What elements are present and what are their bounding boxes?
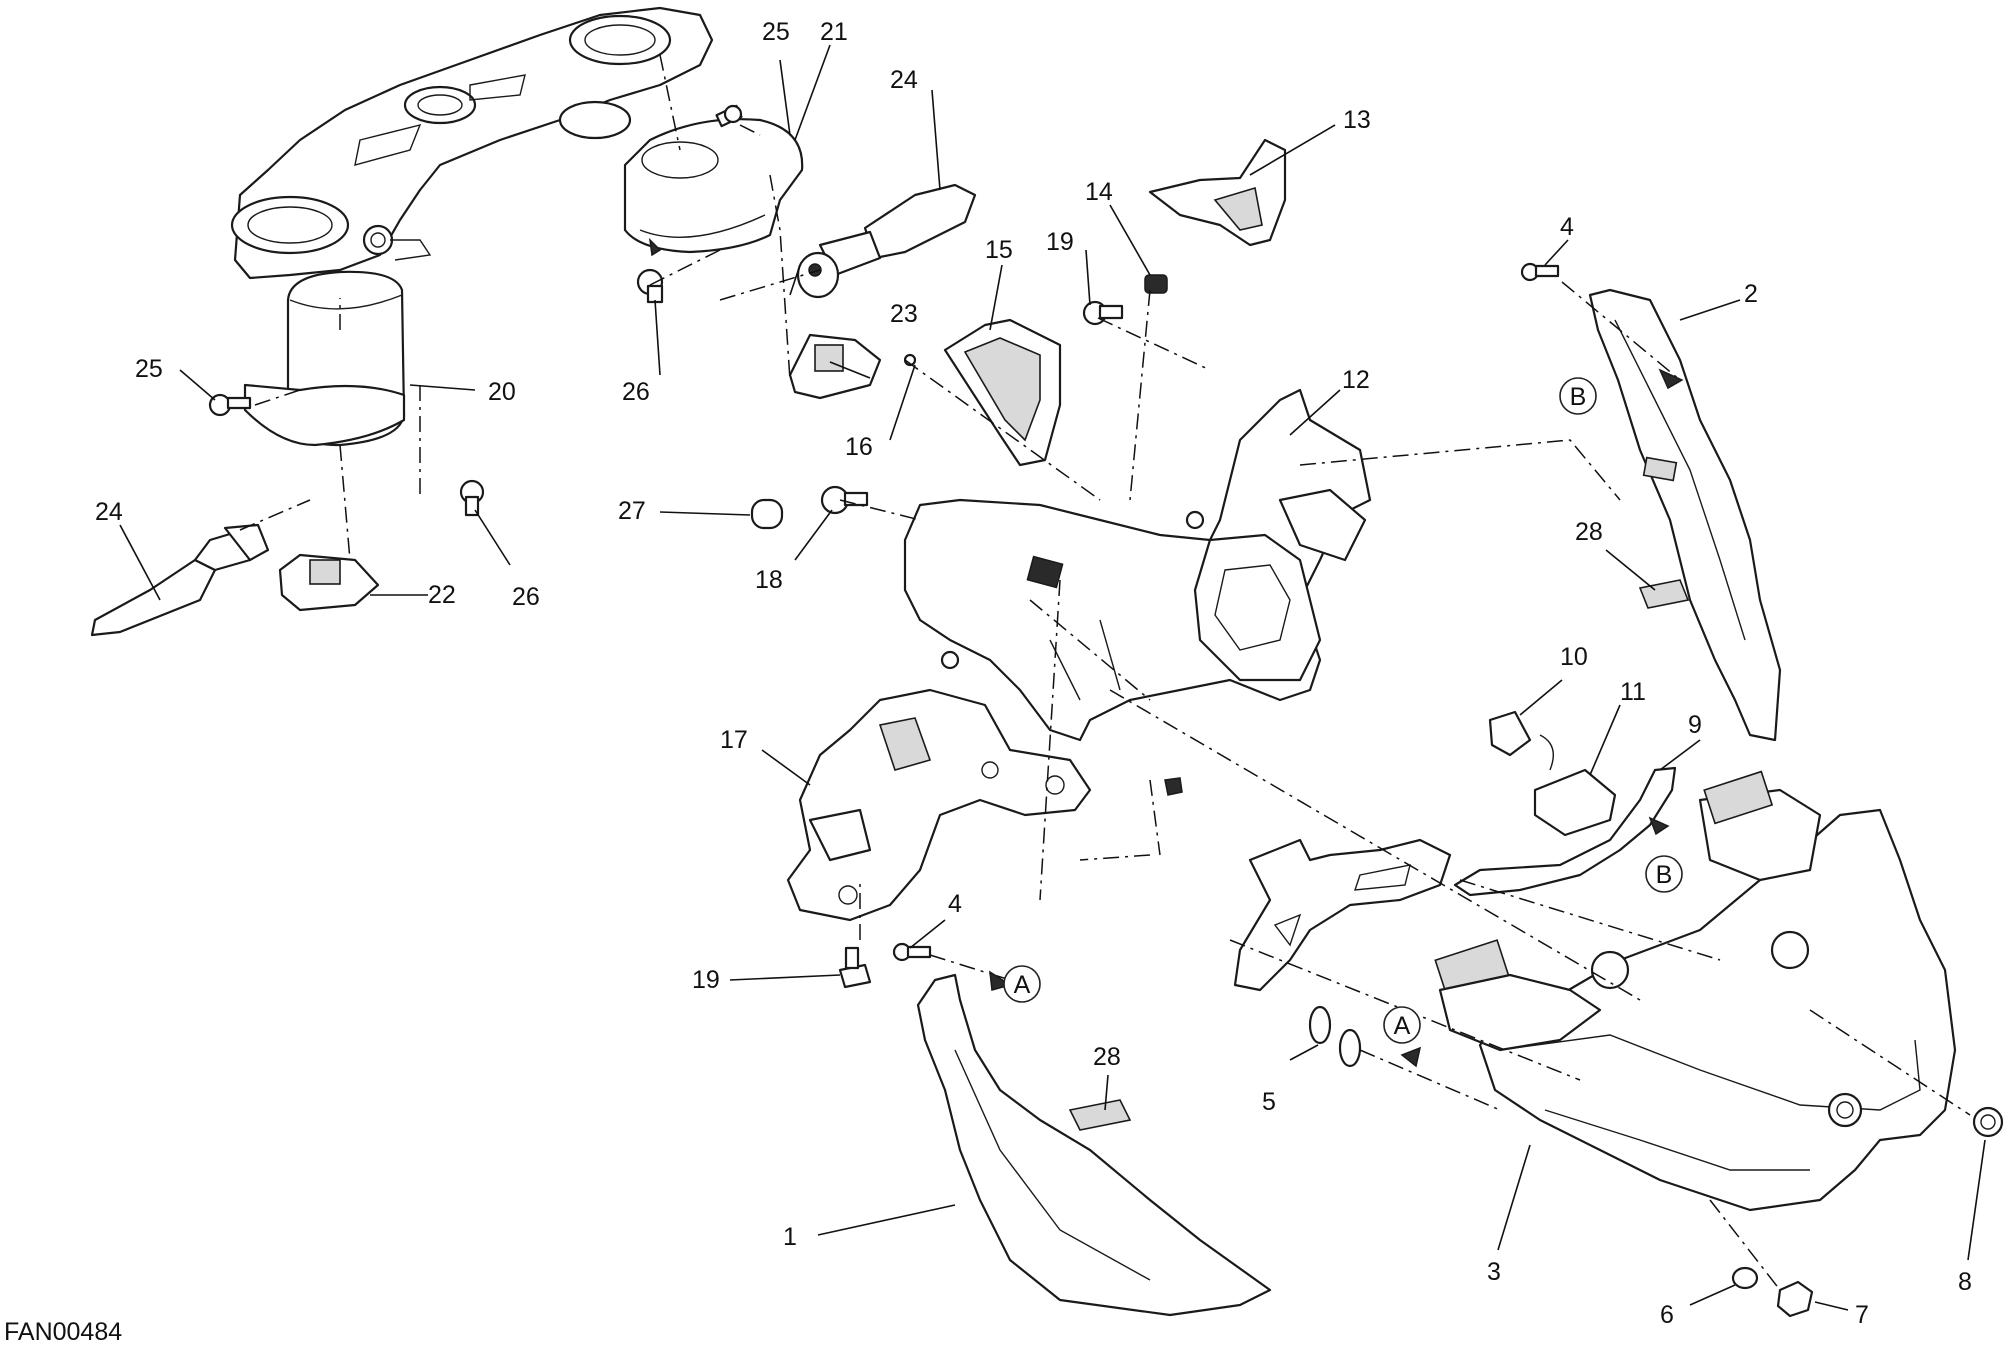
callout-5: 5	[1262, 1088, 1276, 1116]
callout-26-top: 26	[622, 378, 650, 406]
svg-text:A: A	[1014, 971, 1031, 999]
bulb-10	[1488, 710, 1554, 771]
svg-text:A: A	[1394, 1012, 1411, 1040]
callout-6: 6	[1660, 1301, 1674, 1329]
clip-under-12	[1164, 777, 1183, 796]
callout-11: 11	[1620, 678, 1646, 706]
callout-4-top: 4	[1560, 213, 1574, 241]
screw-4-upper	[1520, 262, 1560, 282]
marker-a-right: A	[1383, 1006, 1421, 1044]
indicator-24-left	[90, 523, 270, 637]
callout-23: 23	[890, 300, 918, 328]
screw-19-lower	[838, 946, 872, 989]
marker-b-lower: B	[1645, 855, 1683, 893]
callout-2: 2	[1744, 280, 1758, 308]
clamp-21	[623, 118, 804, 257]
indicator-24-right	[796, 183, 977, 299]
screw-25-upper	[715, 104, 743, 128]
side-panel-1	[916, 973, 1272, 1317]
switch-22	[278, 553, 380, 612]
callout-25-top: 25	[762, 18, 790, 46]
nut-7	[1776, 1280, 1814, 1318]
callout-9: 9	[1688, 711, 1702, 739]
fasteners	[208, 104, 2004, 1318]
callout-13: 13	[1343, 106, 1371, 134]
marker-b-upper: B	[1559, 377, 1597, 415]
callout-28-bottom: 28	[1093, 1043, 1121, 1071]
clamp-20	[243, 270, 406, 447]
screw-26-right	[459, 479, 485, 517]
svg-text:B: B	[1656, 861, 1673, 889]
headlight-3	[1434, 770, 1957, 1212]
callout-24-top: 24	[890, 66, 918, 94]
callout-19-top: 19	[1046, 228, 1074, 256]
side-panel-2	[1588, 288, 1782, 742]
callout-18: 18	[755, 566, 783, 594]
callout-7: 7	[1855, 1301, 1869, 1329]
vent-grille-15	[943, 318, 1062, 467]
callout-26-left: 26	[512, 583, 540, 611]
callout-4-bottom: 4	[948, 890, 962, 918]
connector-11	[1533, 768, 1617, 837]
grommet-5	[1308, 1005, 1362, 1068]
mounting-plate	[1233, 838, 1452, 992]
callout-16: 16	[845, 433, 873, 461]
screw-26-upper	[636, 268, 664, 304]
callout-1: 1	[783, 1223, 797, 1251]
label-28-lower	[1068, 1099, 1132, 1131]
callout-3: 3	[1487, 1258, 1501, 1286]
screw-4-lower	[892, 942, 932, 962]
callout-12: 12	[1342, 366, 1370, 394]
callout-27: 27	[618, 497, 646, 525]
callout-21: 21	[820, 18, 848, 46]
callout-8: 8	[1958, 1268, 1972, 1296]
callout-numbers: 25 21 24 13 14 15 19 4 2 12 23 16 26 25 …	[95, 18, 1972, 1329]
top-yoke	[230, 6, 714, 280]
grommet-8	[1972, 1106, 2004, 1138]
cap-27	[750, 498, 784, 530]
marker-a-left: A	[1003, 965, 1041, 1003]
callout-22: 22	[428, 581, 456, 609]
bracket-13	[1148, 138, 1287, 247]
callout-15: 15	[985, 236, 1013, 264]
grommet-14	[1144, 274, 1168, 294]
leader-lines	[119, 44, 1986, 1311]
washer-6	[1731, 1266, 1759, 1290]
callout-10: 10	[1560, 643, 1588, 671]
bracket-9	[1453, 766, 1677, 897]
screw-25-left	[208, 393, 252, 417]
callout-14: 14	[1085, 178, 1113, 206]
fairing-frame-12	[903, 388, 1372, 742]
callout-25-left: 25	[135, 355, 163, 383]
switch-23	[788, 333, 882, 400]
callout-20: 20	[488, 378, 516, 406]
callout-17: 17	[720, 726, 748, 754]
callout-24-left: 24	[95, 498, 123, 526]
screw-18	[820, 485, 869, 515]
figure-code: FAN00484	[4, 1318, 123, 1346]
callout-19-bottom: 19	[692, 966, 720, 994]
svg-text:B: B	[1570, 383, 1587, 411]
bracket-17	[786, 688, 1092, 922]
callout-28-top: 28	[1575, 518, 1603, 546]
